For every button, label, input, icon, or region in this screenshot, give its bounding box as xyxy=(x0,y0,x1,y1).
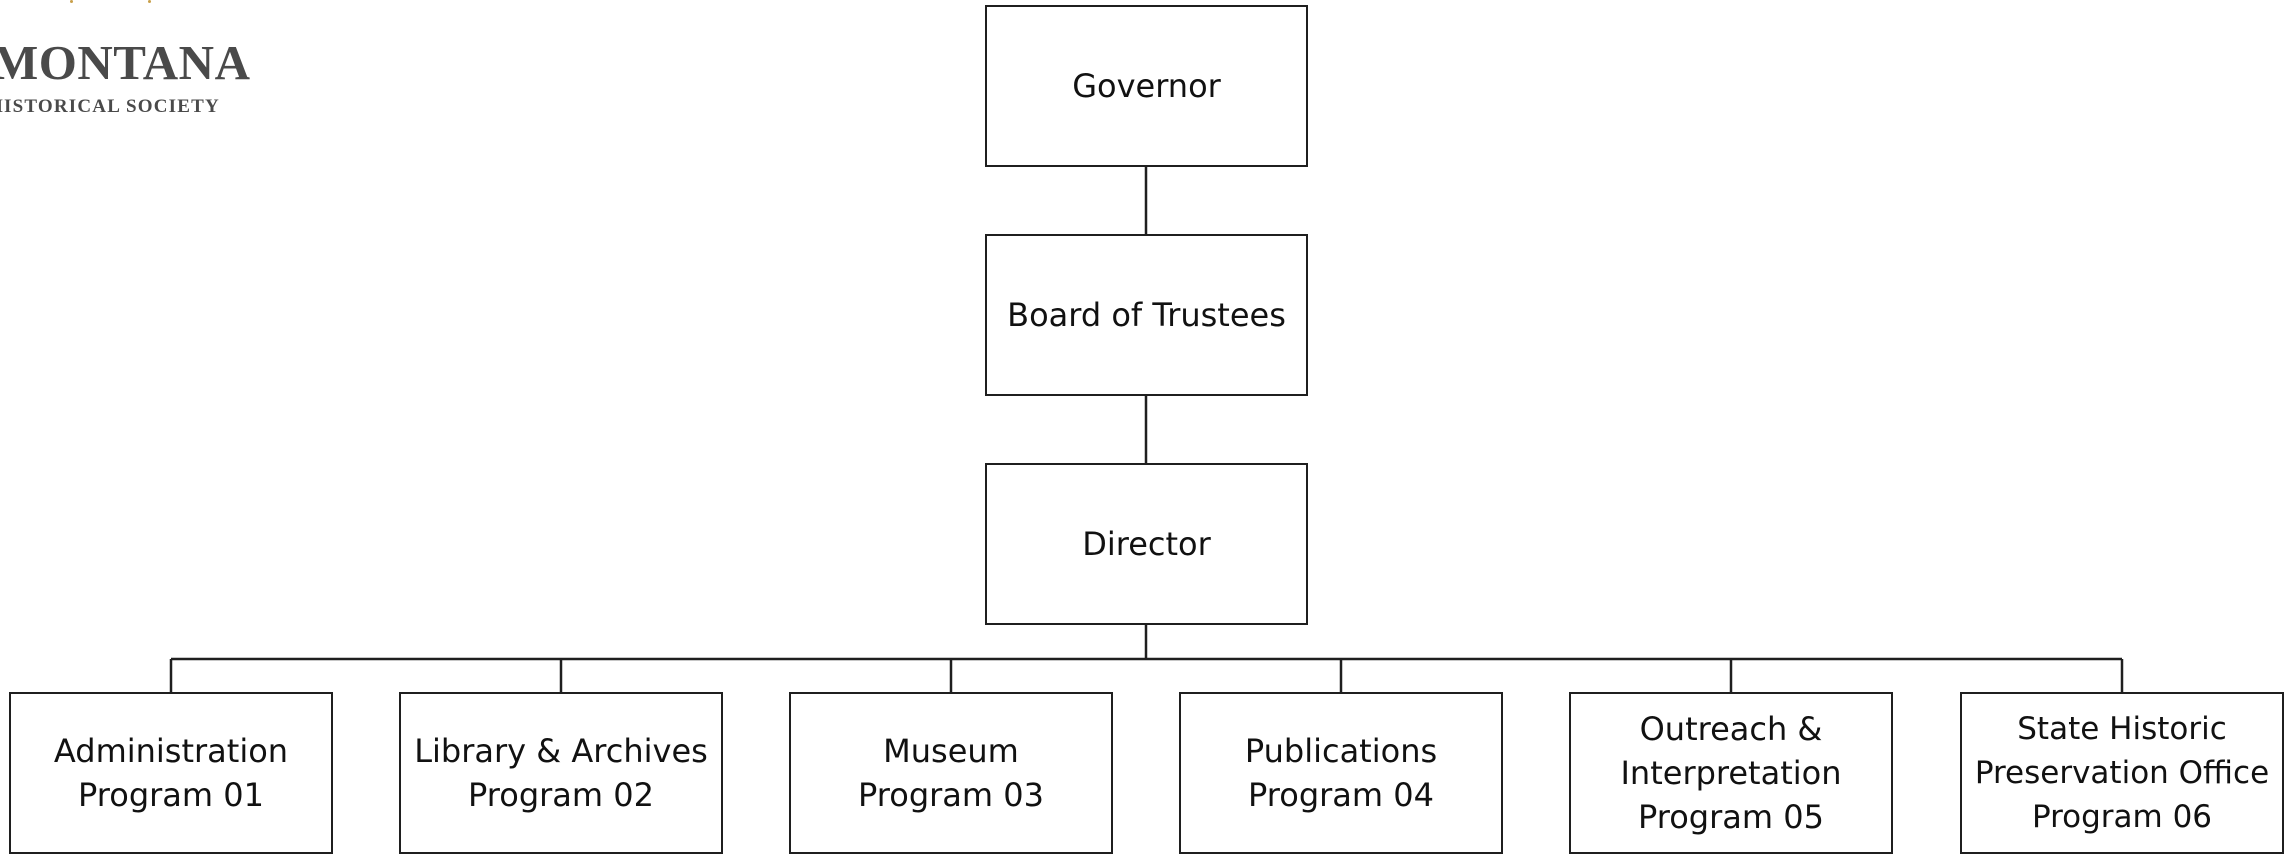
node-program-06: State Historic Preservation Office Progr… xyxy=(1960,692,2284,854)
program-06-name-line2: Preservation Office xyxy=(1974,755,2270,791)
node-governor-label: Governor xyxy=(1072,67,1221,105)
program-05-name-line2: Interpretation xyxy=(1620,754,1842,792)
program-01-name: Administration xyxy=(53,732,289,770)
program-01-number: Program 01 xyxy=(78,776,264,814)
program-06-number: Program 06 xyxy=(2031,799,2213,835)
logo-name: MONTANA xyxy=(0,35,251,90)
node-program-05: Outreach & Interpretation Program 05 xyxy=(1569,692,1893,854)
logo-subtitle: HISTORICAL SOCIETY xyxy=(0,96,220,117)
logo-ornament-icon xyxy=(70,0,73,3)
program-06-name: State Historic xyxy=(2017,711,2227,747)
node-program-03: Museum Program 03 xyxy=(789,692,1113,854)
program-02-name: Library & Archives xyxy=(414,732,708,770)
program-03-name: Museum xyxy=(883,732,1019,770)
program-03-number: Program 03 xyxy=(858,776,1044,814)
program-04-number: Program 04 xyxy=(1248,776,1434,814)
node-board-of-trustees: Board of Trustees xyxy=(985,234,1308,396)
node-director-label: Director xyxy=(1082,525,1211,563)
program-02-number: Program 02 xyxy=(468,776,654,814)
node-governor: Governor xyxy=(985,5,1308,167)
node-program-01: Administration Program 01 xyxy=(9,692,333,854)
node-program-02: Library & Archives Program 02 xyxy=(399,692,723,854)
program-05-number: Program 05 xyxy=(1638,798,1824,836)
node-program-04: Publications Program 04 xyxy=(1179,692,1503,854)
node-board-label: Board of Trustees xyxy=(1007,296,1286,334)
montana-historical-society-logo: MONTANA HISTORICAL SOCIETY xyxy=(0,0,260,125)
program-05-name: Outreach & xyxy=(1639,710,1823,748)
logo-ornament-icon xyxy=(148,0,151,3)
node-director: Director xyxy=(985,463,1308,625)
program-04-name: Publications xyxy=(1244,732,1438,770)
